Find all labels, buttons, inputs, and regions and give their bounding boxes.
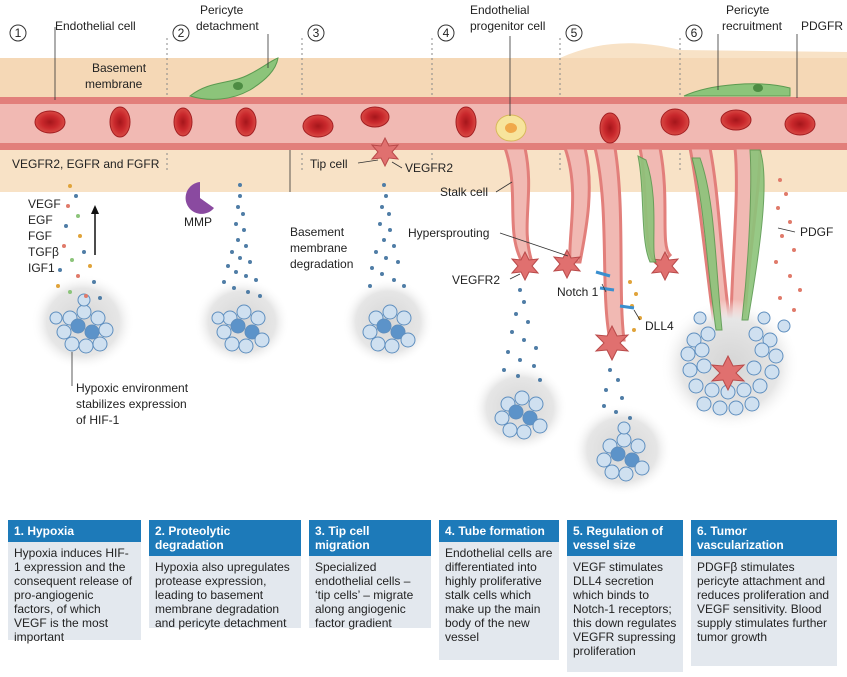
label-endothelial-cell: Endothelial cell bbox=[55, 19, 136, 33]
label-progenitor-cell: progenitor cell bbox=[470, 19, 545, 33]
label-receptors: VEGFR2, EGFR and FGFR bbox=[12, 157, 160, 171]
pericyte-detaching bbox=[188, 57, 279, 100]
factor-mix-dots bbox=[56, 178, 802, 332]
step-panel-body: Hypoxia induces HIF-1 expression and the… bbox=[14, 546, 133, 644]
growth-factor-dots bbox=[222, 183, 632, 420]
label-detachment: detachment bbox=[196, 19, 259, 33]
pericyte-attached bbox=[683, 83, 791, 97]
label-hypoxic-2: stabilizes expression bbox=[76, 397, 187, 411]
label-membrane: membrane bbox=[85, 77, 143, 91]
label-pdgf: PDGF bbox=[800, 225, 833, 239]
label-hypoxic-3: of HIF-1 bbox=[76, 413, 120, 427]
red-blood-cells bbox=[34, 106, 816, 144]
step-panel-body: Endothelial cells are differentiated int… bbox=[445, 546, 553, 644]
step-6-number: 6 bbox=[691, 26, 698, 40]
label-stalk-cell: Stalk cell bbox=[440, 185, 488, 199]
step-panel-body: Hypoxia also upregulates protease expres… bbox=[155, 560, 290, 630]
step-panel-title: 2. Proteolytic degradation bbox=[149, 520, 301, 556]
step-panel-title: 5. Regulation of vessel size bbox=[567, 520, 683, 556]
progenitor-nucleus bbox=[505, 123, 517, 133]
label-fgf: FGF bbox=[28, 229, 52, 243]
label-endothelial: Endothelial bbox=[470, 3, 529, 17]
step-3-number: 3 bbox=[313, 26, 320, 40]
step-panel-title: 4. Tube formation bbox=[439, 520, 559, 542]
label-mmp: MMP bbox=[184, 215, 212, 229]
step-panel-5: 5. Regulation of vessel size VEGF stimul… bbox=[567, 520, 683, 672]
step-panel-title: 1. Hypoxia bbox=[8, 520, 141, 542]
leader-lines bbox=[54, 27, 798, 386]
step-panel-3: 3. Tip cell migration Specialized endoth… bbox=[309, 520, 431, 630]
label-vegfr2-stalk: VEGFR2 bbox=[452, 273, 500, 287]
step-panel-4: 4. Tube formation Endothelial cells are … bbox=[439, 520, 559, 660]
step-panel-title: 3. Tip cell migration bbox=[309, 520, 431, 556]
tip-cells bbox=[370, 136, 746, 392]
pericyte-attached-nucleus bbox=[753, 84, 763, 92]
step-panel-body: VEGF stimulates DLL4 secretion which bin… bbox=[573, 560, 677, 658]
label-pericyte: Pericyte bbox=[200, 3, 244, 17]
step-5-number: 5 bbox=[571, 26, 578, 40]
label-pdgfr: PDGFR bbox=[801, 19, 843, 33]
step-panel-6: 6. Tumor vascularization PDGFβ stimulate… bbox=[691, 520, 837, 666]
label-vegf: VEGF bbox=[28, 197, 61, 211]
notch-receptors bbox=[595, 270, 635, 310]
label-pericyte-2: Pericyte bbox=[726, 3, 770, 17]
arrow-head bbox=[91, 205, 99, 214]
label-tip-cell: Tip cell bbox=[310, 157, 348, 171]
step-panel-body: Specialized endothelial cells – ‘tip cel… bbox=[315, 560, 414, 630]
label-bm-degradation-2: membrane bbox=[290, 241, 348, 255]
label-bm-degradation-3: degradation bbox=[290, 257, 353, 271]
pericytes-on-sprouts bbox=[637, 149, 765, 331]
step-4-number: 4 bbox=[443, 26, 450, 40]
label-bm-degradation-1: Basement bbox=[290, 225, 345, 239]
label-basement: Basement bbox=[92, 61, 147, 75]
vessel-wall-bottom bbox=[0, 143, 847, 150]
step-panel-2: 2. Proteolytic degradation Hypoxia also … bbox=[149, 520, 301, 630]
label-notch1: Notch 1 bbox=[557, 285, 599, 299]
label-igf1: IGF1 bbox=[28, 261, 55, 275]
step-2-number: 2 bbox=[178, 26, 185, 40]
label-hypoxic-1: Hypoxic environment bbox=[76, 381, 189, 395]
blood-vessel bbox=[0, 100, 847, 148]
label-vegfr2-tip: VEGFR2 bbox=[405, 161, 453, 175]
label-dll4: DLL4 bbox=[645, 319, 674, 333]
step-panel-title: 6. Tumor vascularization bbox=[691, 520, 837, 556]
label-hypersprouting: Hypersprouting bbox=[408, 226, 489, 240]
label-recruitment: recruitment bbox=[722, 19, 783, 33]
step-1-number: 1 bbox=[15, 26, 22, 40]
label-egf: EGF bbox=[28, 213, 53, 227]
tumor-clusters bbox=[49, 293, 791, 482]
pericyte-nucleus bbox=[233, 82, 243, 90]
mmp-molecule bbox=[185, 182, 214, 214]
label-tgfb: TGFβ bbox=[28, 245, 59, 259]
diagram-labels: Endothelial cell Pericyte detachment Bas… bbox=[12, 3, 843, 427]
step-panel-body: PDGFβ stimulates pericyte attachment and… bbox=[697, 560, 830, 644]
vessel-wall-top bbox=[0, 97, 847, 104]
step-numbers: 1 2 3 4 5 6 bbox=[9, 24, 703, 42]
step-panel-1: 1. Hypoxia Hypoxia induces HIF-1 express… bbox=[8, 520, 141, 644]
